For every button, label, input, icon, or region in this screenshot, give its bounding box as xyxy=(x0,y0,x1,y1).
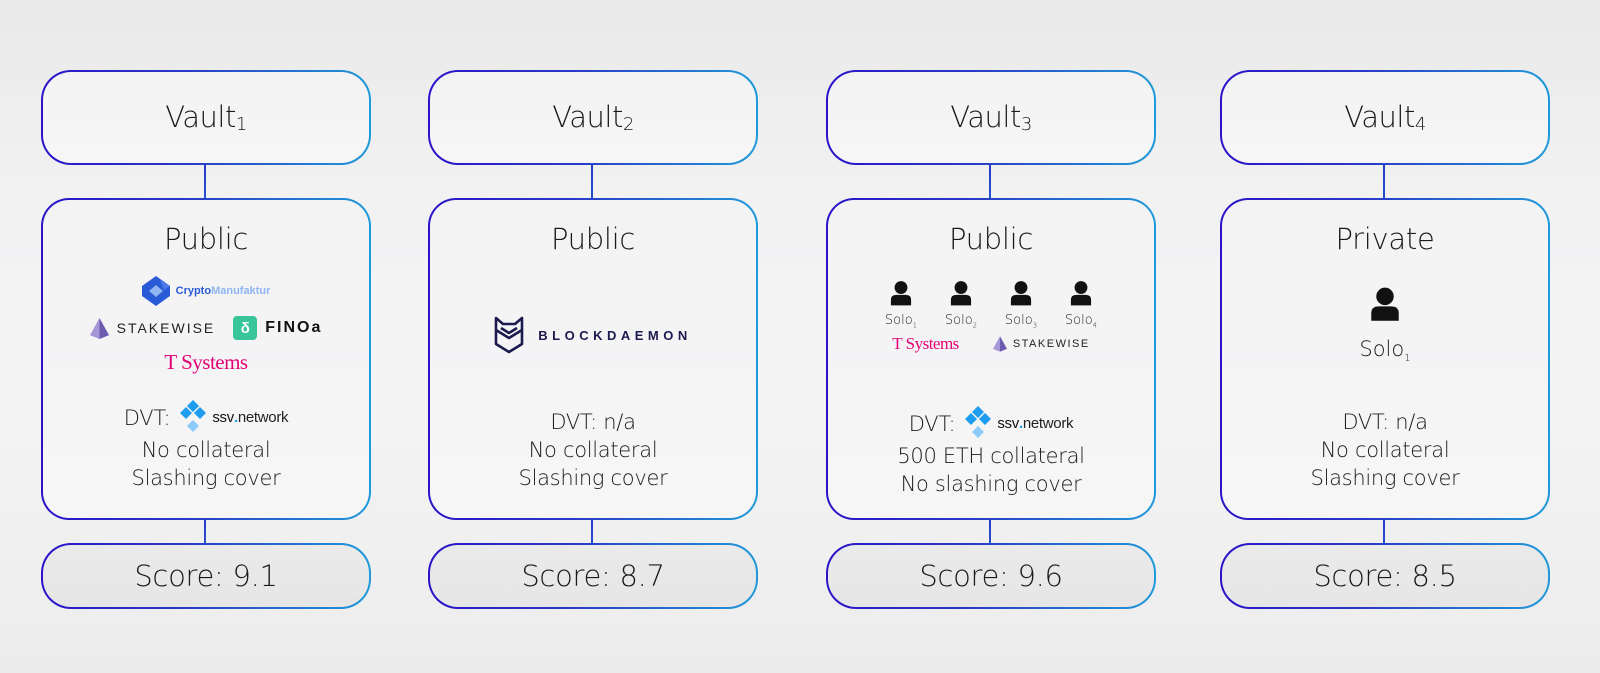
vault-title: Vault3 xyxy=(950,100,1032,135)
score-text: Score: 9.6 xyxy=(919,559,1063,593)
connector-line xyxy=(1383,520,1385,543)
blockdaemon-icon xyxy=(494,316,524,354)
vault-header-box: Vault3 xyxy=(826,70,1156,165)
person-icon xyxy=(890,280,912,307)
cryptomanufaktur-logo: CryptoManufaktur xyxy=(141,276,270,306)
vault-details-box: Public CryptoManufaktur STAKEWISE xyxy=(41,198,371,520)
solo-staker: Solo3 xyxy=(1002,280,1040,330)
solo-staker: Solo1 xyxy=(1359,286,1411,364)
slashing-text: Slashing cover xyxy=(131,466,281,490)
collateral-text: 500 ETH collateral xyxy=(897,444,1085,468)
person-icon xyxy=(1010,280,1032,307)
solo-staker: Solo1 xyxy=(882,280,920,330)
ssv-network-logo: ssv.network xyxy=(965,406,1074,442)
connector-line xyxy=(204,165,206,198)
collateral-text: No collateral xyxy=(528,438,658,462)
vault-title: Vault4 xyxy=(1344,100,1426,135)
connector-line xyxy=(204,520,206,543)
ssv-network-logo: ssv.network xyxy=(180,400,289,436)
score-box: Score: 9.6 xyxy=(826,543,1156,609)
slashing-text: No slashing cover xyxy=(900,472,1082,496)
vault-header-box: Vault4 xyxy=(1220,70,1550,165)
ssv-icon xyxy=(180,400,206,436)
vault-column-3: Vault3 Public Solo1 Solo2 Sol xyxy=(826,0,1156,673)
dvt-text: DVT: n/a xyxy=(1342,410,1428,434)
person-icon xyxy=(1070,280,1092,307)
vault-header-box: Vault2 xyxy=(428,70,758,165)
vault-type: Private xyxy=(1335,222,1435,256)
connector-line xyxy=(989,520,991,543)
vault-info: DVT: ssv.network 500 ETH collateral No s… xyxy=(828,406,1154,498)
vault-header-box: Vault1 xyxy=(41,70,371,165)
dvt-text: DVT: n/a xyxy=(550,410,636,434)
vault-details-box: Public Solo1 Solo2 Solo3 xyxy=(826,198,1156,520)
vault-info: DVT: ssv.network No collateral Slashing … xyxy=(43,400,369,492)
score-text: Score: 9.1 xyxy=(134,559,278,593)
solo-stakers: Solo1 Solo2 Solo3 Solo4 xyxy=(882,280,1100,330)
vault-title: Vault1 xyxy=(165,100,247,135)
collateral-text: No collateral xyxy=(141,438,271,462)
collateral-text: No collateral xyxy=(1320,438,1450,462)
vault-details-box: Private Solo1 DVT: n/a No collateral Sla… xyxy=(1220,198,1550,520)
score-text: Score: 8.7 xyxy=(521,559,665,593)
vault-info: DVT: n/a No collateral Slashing cover xyxy=(430,408,756,492)
cryptomanufaktur-icon xyxy=(141,276,170,306)
solo-staker: Solo2 xyxy=(942,280,980,330)
operator-logos: Solo1 xyxy=(1222,286,1548,364)
score-text: Score: 8.5 xyxy=(1313,559,1457,593)
stakewise-logo: STAKEWISE xyxy=(90,318,216,339)
score-box: Score: 9.1 xyxy=(41,543,371,609)
stakewise-icon xyxy=(993,336,1007,352)
vault-type: Public xyxy=(948,222,1034,256)
operator-logos: CryptoManufaktur STAKEWISE δ FINOa T Sys… xyxy=(43,276,369,375)
ssv-icon xyxy=(965,406,991,442)
dvt-row: DVT: ssv.network xyxy=(124,400,289,436)
stakewise-logo: STAKEWISE xyxy=(993,336,1090,352)
finoa-logo: δ FINOa xyxy=(233,316,322,340)
finoa-icon: δ xyxy=(233,316,258,340)
dvt-row: DVT: ssv.network xyxy=(909,406,1074,442)
score-box: Score: 8.5 xyxy=(1220,543,1550,609)
slashing-text: Slashing cover xyxy=(1310,466,1460,490)
stakewise-icon xyxy=(90,318,109,339)
solo-staker: Solo4 xyxy=(1062,280,1100,330)
connector-line xyxy=(591,520,593,543)
tsystems-logo: T Systems xyxy=(892,333,959,353)
vault-type: Public xyxy=(550,222,636,256)
connector-line xyxy=(989,165,991,198)
vault-type: Public xyxy=(163,222,249,256)
vault-info: DVT: n/a No collateral Slashing cover xyxy=(1222,408,1548,492)
vault-details-box: Public BLOCKDAEMON DVT: n/a No collatera… xyxy=(428,198,758,520)
person-icon xyxy=(1370,286,1400,323)
vault-column-2: Vault2 Public BLOCKDAEMON DVT: n/a No co… xyxy=(428,0,758,673)
tsystems-logo: T Systems xyxy=(164,350,248,374)
person-icon xyxy=(950,280,972,307)
blockdaemon-logo: BLOCKDAEMON xyxy=(494,316,692,354)
connector-line xyxy=(591,165,593,198)
score-box: Score: 8.7 xyxy=(428,543,758,609)
vault-column-4: Vault4 Private Solo1 DVT: n/a No collate… xyxy=(1220,0,1550,673)
operator-logos: BLOCKDAEMON xyxy=(430,316,756,354)
operator-logos: Solo1 Solo2 Solo3 Solo4 xyxy=(828,280,1154,354)
connector-line xyxy=(1383,165,1385,198)
vault-title: Vault2 xyxy=(552,100,634,135)
slashing-text: Slashing cover xyxy=(518,466,668,490)
vault-column-1: Vault1 Public CryptoManufaktur STA xyxy=(41,0,371,673)
